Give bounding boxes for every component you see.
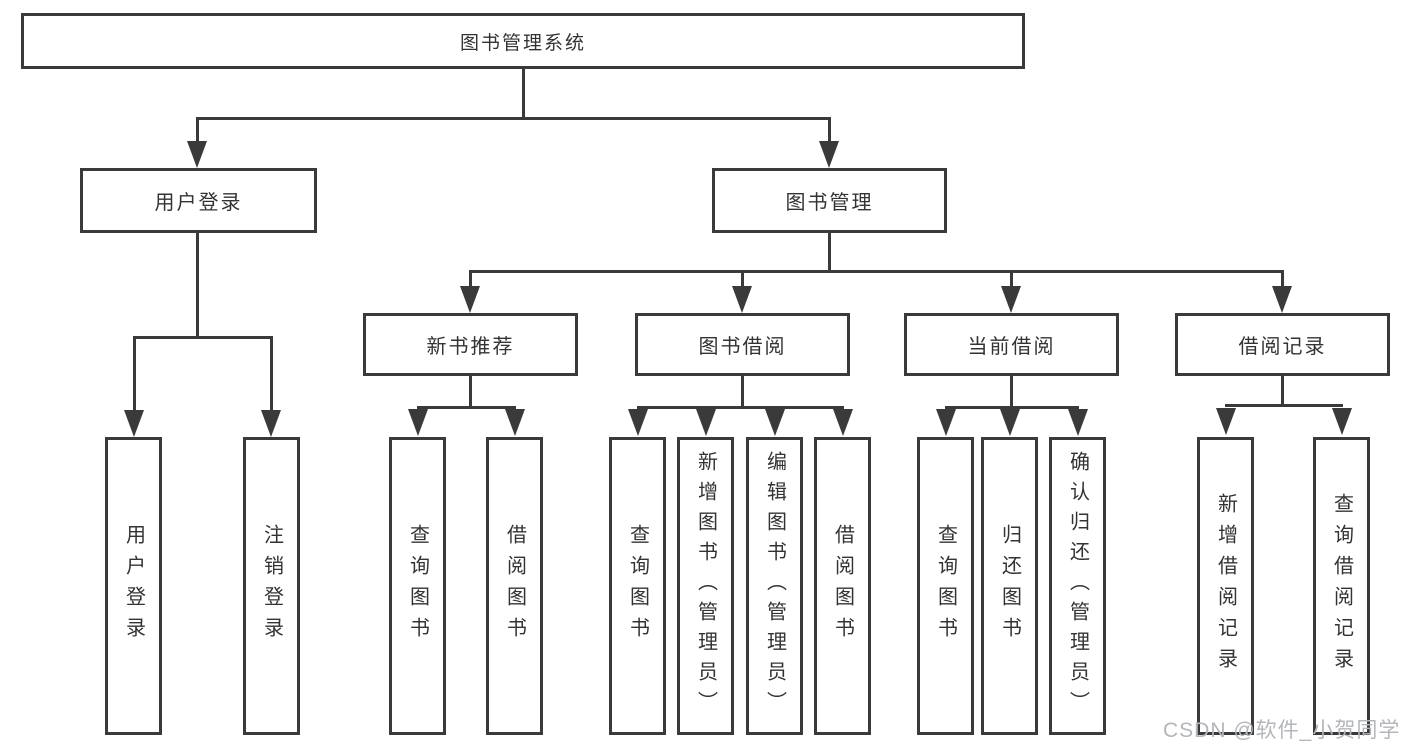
connector-user-login-stem [196,232,199,336]
leaf-borrow-query: 查询图书 [609,437,666,735]
leaf-current-confirm-label: 确认归还（管理员） [1066,451,1089,721]
arrow-down-icon [833,409,853,436]
connector-l2-rail [197,117,831,120]
connector-current-borrow-stem [1010,376,1013,407]
node-new-book-rec-label: 新书推荐 [426,336,515,358]
leaf-borrow-edit: 编辑图书（管理员） [746,437,803,735]
arrow-down-icon [1068,409,1088,436]
csdn-watermark: CSDN @软件_小贺同学 [1163,719,1401,742]
leaf-current-query-label: 查询图书 [934,524,957,648]
arrow-down-icon [628,409,648,436]
connector-drop-book-mgmt [828,117,831,144]
node-current-borrow-label: 当前借阅 [967,336,1056,358]
connector-book-borrow-stem [741,376,744,407]
connector-drop-user-login [196,117,199,144]
arrow-down-icon [408,409,428,436]
node-user-login-label: 用户登录 [154,192,243,214]
connector-drop-l3 [1281,270,1284,289]
leaf-current-confirm: 确认归还（管理员） [1049,437,1106,735]
leaf-records-add-label: 新增借阅记录 [1214,493,1237,679]
connector-drop-l3 [469,270,472,289]
arrow-down-icon [732,286,752,313]
arrow-down-icon [460,286,480,313]
leaf-user-login: 用户登录 [105,437,162,735]
connector-user-login-rail [134,336,273,339]
arrow-down-icon [505,409,525,436]
leaf-current-query: 查询图书 [917,437,974,735]
leaf-current-return: 归还图书 [981,437,1038,735]
arrow-down-icon [261,410,281,437]
arrow-down-icon [1216,408,1236,435]
arrow-down-icon [1001,286,1021,313]
leaf-newbook-borrow-label: 借阅图书 [503,524,526,648]
connector-new-book-stem [469,376,472,407]
leaf-current-return-label: 归还图书 [998,524,1021,648]
connector-borrow-records-rail [1225,404,1343,407]
leaf-logout-label: 注销登录 [260,524,283,648]
node-current-borrow: 当前借阅 [904,313,1119,376]
node-book-mgmt-label: 图书管理 [785,192,874,214]
arrow-down-icon [819,141,839,168]
leaf-borrow-edit-label: 编辑图书（管理员） [763,451,786,721]
connector-root-stem [522,69,525,117]
leaf-borrow-borrow: 借阅图书 [814,437,871,735]
leaf-newbook-query-label: 查询图书 [406,524,429,648]
node-new-book-rec: 新书推荐 [363,313,578,376]
connector-drop-leaf [270,336,273,412]
connector-drop-l3 [741,270,744,289]
arrow-down-icon [124,410,144,437]
leaf-borrow-add: 新增图书（管理员） [677,437,734,735]
arrow-down-icon [1332,408,1352,435]
connector-drop-l3 [1010,270,1013,289]
leaf-records-query: 查询借阅记录 [1313,437,1370,735]
arrow-down-icon [1272,286,1292,313]
node-user-login: 用户登录 [80,168,317,233]
leaf-logout: 注销登录 [243,437,300,735]
leaf-borrow-borrow-label: 借阅图书 [831,524,854,648]
connector-current-borrow-rail [945,406,1079,409]
connector-book-borrow-rail [637,406,844,409]
connector-book-mgmt-stem [828,233,831,270]
node-book-borrow-label: 图书借阅 [698,336,787,358]
node-book-mgmt: 图书管理 [712,168,947,233]
node-borrow-records: 借阅记录 [1175,313,1390,376]
leaf-newbook-query: 查询图书 [389,437,446,735]
leaf-user-login-label: 用户登录 [122,524,145,648]
leaf-records-query-label: 查询借阅记录 [1330,493,1353,679]
connector-borrow-records-stem [1281,376,1284,405]
arrow-down-icon [696,409,716,436]
node-root-label: 图书管理系统 [459,32,586,54]
connector-new-book-rail [417,406,516,409]
leaf-newbook-borrow: 借阅图书 [486,437,543,735]
node-book-borrow: 图书借阅 [635,313,850,376]
node-root: 图书管理系统 [21,13,1025,69]
leaf-borrow-query-label: 查询图书 [626,524,649,648]
connector-l3-rail [470,270,1283,273]
arrow-down-icon [1000,409,1020,436]
leaf-borrow-add-label: 新增图书（管理员） [694,451,717,721]
leaf-records-add: 新增借阅记录 [1197,437,1254,735]
arrow-down-icon [187,141,207,168]
node-borrow-records-label: 借阅记录 [1238,336,1327,358]
connector-drop-leaf [133,336,136,412]
arrow-down-icon [936,409,956,436]
arrow-down-icon [765,409,785,436]
